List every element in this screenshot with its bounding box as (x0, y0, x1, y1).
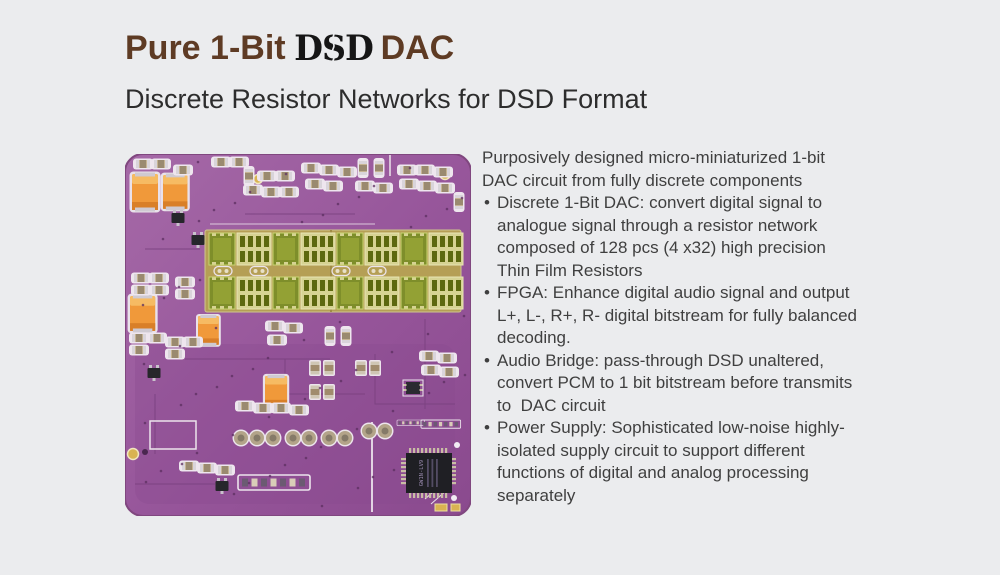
list-item: Discrete 1-Bit DAC: convert digital sign… (484, 192, 859, 282)
description-column: Purposively designed micro-miniaturized … (482, 147, 859, 507)
list-item: FPGA: Enhance digital audio signal and o… (484, 282, 859, 350)
page-subtitle: Discrete Resistor Networks for DSD Forma… (125, 84, 648, 115)
feature-list: Discrete 1-Bit DAC: convert digital sign… (482, 192, 859, 507)
resistor-network-block (204, 229, 464, 313)
pcb-image: GW1N-LV9 (125, 154, 471, 517)
fpga-chip-label: GW1N-LV9 (419, 460, 425, 487)
list-item: Power Supply: Sophisticated low-noise hi… (484, 417, 859, 507)
intro-paragraph: Purposively designed micro-miniaturized … (482, 148, 830, 190)
pcb-traces (135, 213, 455, 485)
via-dots (141, 161, 467, 508)
dsd-logo-text: DSD (293, 28, 374, 69)
list-item: Audio Bridge: pass-through DSD unaltered… (484, 350, 859, 418)
dsd-logo: DSD (293, 28, 374, 69)
fpga-chip: GW1N-LV9 (401, 442, 460, 502)
title-suffix: DAC (380, 29, 455, 67)
title-prefix: Pure 1-Bit (125, 29, 286, 67)
pcb-board: GW1N-LV9 (125, 154, 471, 517)
content-row: GW1N-LV9 Purposively designed micro-mini… (125, 148, 1000, 517)
soic-chip (402, 379, 424, 397)
